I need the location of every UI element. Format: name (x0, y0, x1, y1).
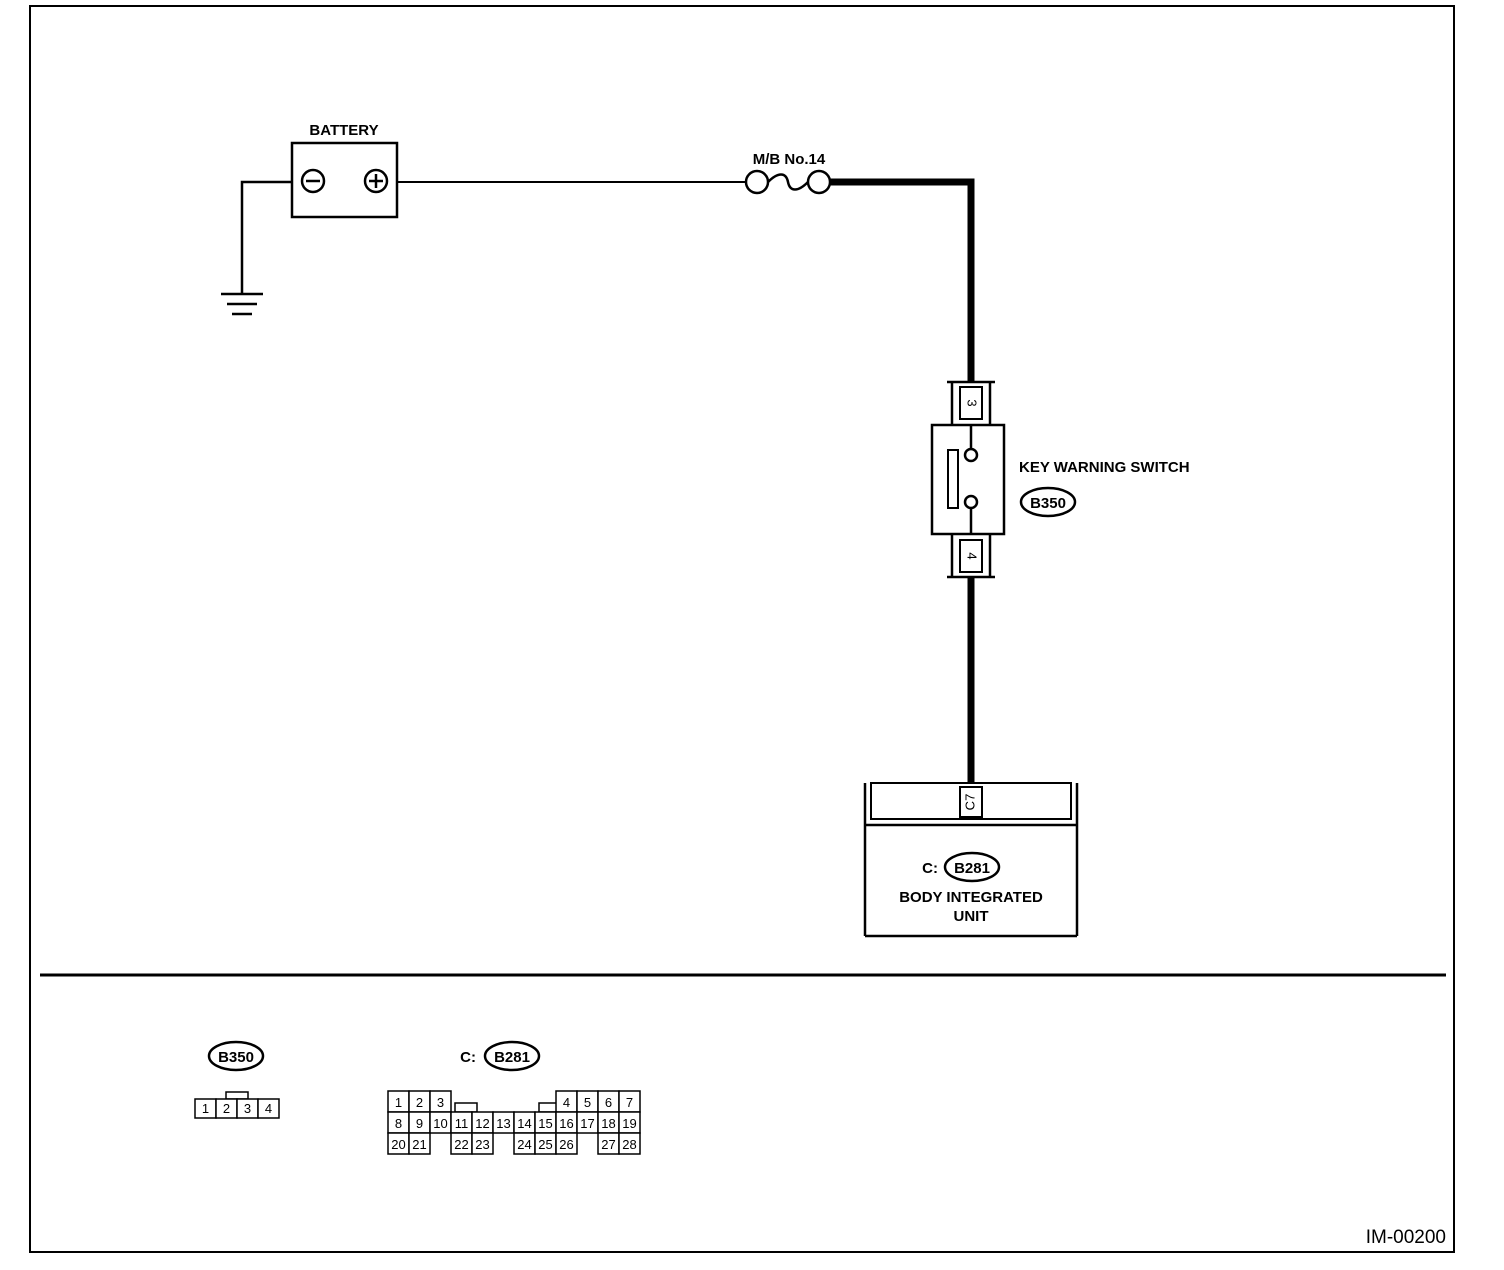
body-integrated-unit (863, 782, 1079, 938)
b350-pin-4-label: 4 (265, 1101, 272, 1116)
biu-label-line1: BODY INTEGRATED (899, 889, 1043, 906)
b281-pin-11-label: 11 (455, 1116, 469, 1131)
b281-pin-13-label: 13 (496, 1116, 510, 1131)
b281-pin-28-cell (618, 1132, 641, 1155)
switch-connector-badge (1019, 486, 1077, 518)
b281-pin-21-cell (408, 1132, 431, 1155)
biu-label-line2: UNIT (954, 908, 989, 925)
switch-label: KEY WARNING SWITCH (1019, 459, 1190, 476)
switch-connector-bottom (947, 534, 995, 579)
wire-fuse-to-switch (830, 178, 975, 382)
battery-negative-terminal (300, 168, 326, 194)
b281-lock-tab-left (454, 1102, 478, 1113)
b281-pin-21-label: 21 (412, 1137, 426, 1152)
fuse-symbol (744, 169, 832, 195)
biu-connector-prefix: C: (922, 860, 938, 877)
b281-pin-15-label: 15 (538, 1116, 552, 1131)
battery-positive-terminal (363, 168, 389, 194)
legend-b281-prefix: C: (460, 1049, 476, 1066)
key-warning-switch (930, 423, 1006, 536)
b281-pin-26-cell (555, 1132, 578, 1155)
b281-pin-16-label: 16 (559, 1116, 573, 1131)
b281-pin-23-label: 23 (475, 1137, 489, 1152)
biu-pin-c7: C7 (962, 794, 977, 811)
b281-pin-4-label: 4 (563, 1095, 570, 1110)
ground-symbol (221, 180, 292, 316)
b350-pin-3-label: 3 (244, 1101, 251, 1116)
b281-pin-8-label: 8 (395, 1116, 402, 1131)
switch-connector-top (947, 380, 995, 425)
legend-b281-code: B281 (494, 1049, 530, 1066)
b281-pin-27-label: 27 (601, 1137, 615, 1152)
battery-label: BATTERY (309, 122, 378, 139)
b350-pin-2-label: 2 (223, 1101, 230, 1116)
b350-lock-tab (225, 1091, 249, 1100)
b281-pin-10-label: 10 (433, 1116, 447, 1131)
figure-code: IM-00200 (1366, 1227, 1446, 1248)
b281-pin-12-label: 12 (475, 1116, 489, 1131)
b281-pin-6-label: 6 (605, 1095, 612, 1110)
b281-pin-14-label: 14 (517, 1116, 531, 1131)
switch-pin-3: 3 (965, 399, 980, 406)
b281-pin-1-label: 1 (395, 1095, 402, 1110)
b350-pin-4-cell (257, 1098, 280, 1119)
b281-pin-23-cell (471, 1132, 494, 1155)
legend-b350-code: B350 (218, 1049, 254, 1066)
biu-connector-badge (943, 851, 1001, 883)
b281-pin-20-label: 20 (391, 1137, 405, 1152)
b281-pin-26-label: 26 (559, 1137, 573, 1152)
b350-pin-1-label: 1 (202, 1101, 209, 1116)
b281-pin-22-label: 22 (454, 1137, 468, 1152)
b281-pin-19-label: 19 (622, 1116, 636, 1131)
b281-pin-7-label: 7 (626, 1095, 633, 1110)
biu-connector-code: B281 (954, 860, 990, 877)
diagram-frame (29, 5, 1455, 1253)
b281-pin-3-label: 3 (437, 1095, 444, 1110)
legend-b281-badge (483, 1040, 541, 1072)
b281-pin-2-label: 2 (416, 1095, 423, 1110)
b281-pin-17-label: 17 (580, 1116, 594, 1131)
b281-pin-24-label: 24 (517, 1137, 531, 1152)
b281-pin-28-label: 28 (622, 1137, 636, 1152)
switch-connector-code: B350 (1030, 495, 1066, 512)
switch-pin-4: 4 (965, 552, 980, 559)
fuse-label: M/B No.14 (753, 151, 826, 168)
b281-pin-9-label: 9 (416, 1116, 423, 1131)
b281-pin-18-label: 18 (601, 1116, 615, 1131)
b281-pin-5-label: 5 (584, 1095, 591, 1110)
battery (290, 141, 399, 219)
b281-pin-25-label: 25 (538, 1137, 552, 1152)
legend-b350-badge (207, 1040, 265, 1072)
